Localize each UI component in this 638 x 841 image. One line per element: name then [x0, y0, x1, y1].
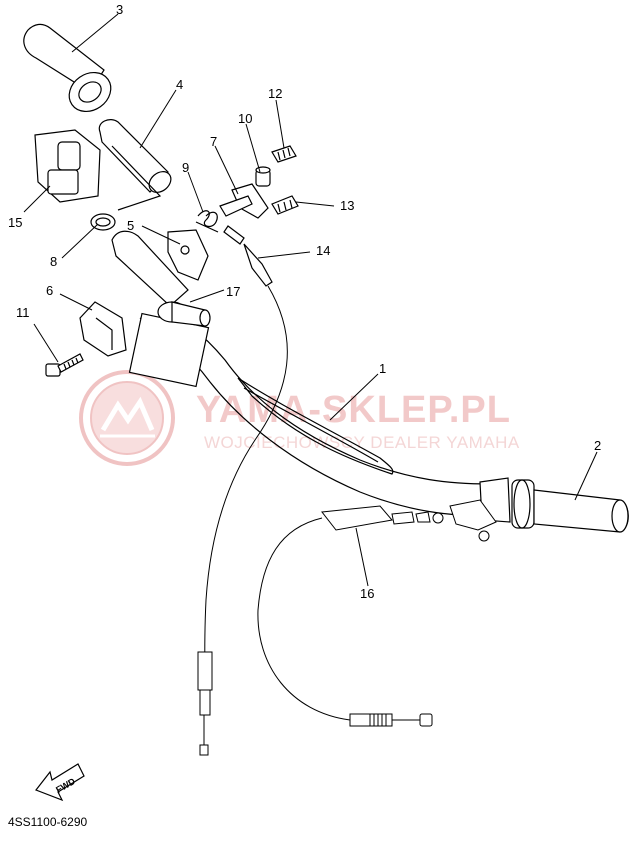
callout-16: 16: [360, 586, 374, 601]
callout-8: 8: [50, 254, 57, 269]
diagram-code: 4SS1100-6290: [8, 815, 88, 829]
cable-adjuster-part: [223, 225, 273, 287]
spring-part: [195, 210, 219, 233]
callout-12: 12: [268, 86, 282, 101]
throttle-cable-upper: [197, 285, 288, 756]
left-grip-part: [23, 23, 112, 113]
bolt-part: [45, 353, 84, 377]
callout-10: 10: [238, 111, 252, 126]
callout-3: 3: [116, 2, 123, 17]
callout-15: 15: [8, 215, 22, 230]
screw-13-part: [271, 195, 299, 215]
forward-direction-icon: FWD: [35, 763, 85, 802]
callout-9: 9: [182, 160, 189, 175]
watermark-title: YAMA-SKLEP.PL: [196, 389, 511, 431]
bracket-part: [219, 183, 269, 219]
callout-4: 4: [176, 77, 183, 92]
clip-part: [90, 213, 116, 231]
callout-2: 2: [594, 438, 601, 453]
leader-lines: [23, 13, 598, 587]
holder-part: [79, 301, 127, 357]
screw-12-part: [271, 145, 297, 163]
watermark-subtitle: WOJCIECHOWSCY DEALER YAMAHA: [204, 433, 520, 452]
callout-13: 13: [340, 198, 354, 213]
throttle-grip-part: [511, 479, 629, 533]
collar-part: [255, 166, 271, 187]
callout-1: 1: [379, 361, 386, 376]
callouts: 1 2 3 4 5 6 7 8 9 10 11 12 13 14 15 16 1…: [8, 2, 601, 601]
throttle-housing-part: [111, 229, 209, 307]
grip-tube-part: [98, 119, 172, 211]
callout-5: 5: [127, 218, 134, 233]
callout-14: 14: [316, 243, 330, 258]
throttle-cable-part: [257, 499, 497, 727]
callout-7: 7: [210, 134, 217, 149]
lever-holder-part: [34, 129, 101, 203]
watermark: YAMA-SKLEP.PL WOJCIECHOWSCY DEALER YAMAH…: [79, 370, 520, 466]
grip-sleeve-part: [157, 301, 211, 327]
callout-17: 17: [226, 284, 240, 299]
callout-11: 11: [16, 305, 30, 320]
callout-6: 6: [46, 283, 53, 298]
watermark-logo-icon: [79, 370, 175, 466]
